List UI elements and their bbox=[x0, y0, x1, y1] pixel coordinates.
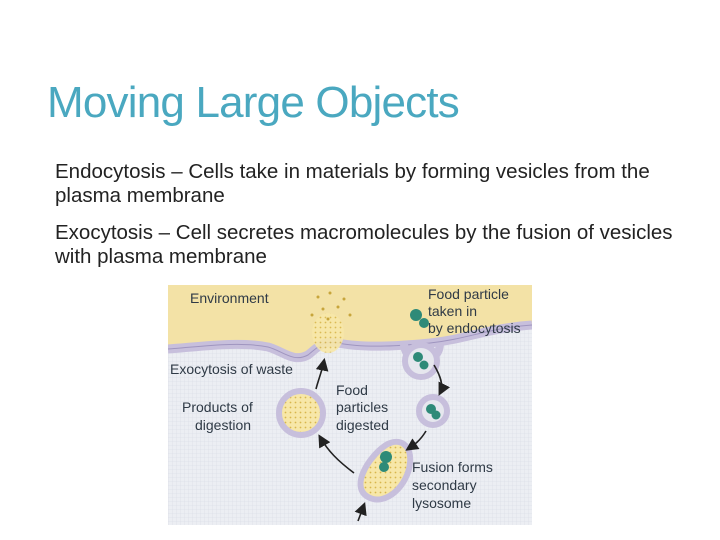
arrow-endocytosis bbox=[433, 364, 451, 396]
label-food-digested-2: particles bbox=[336, 399, 388, 415]
arrow-exocytosis bbox=[315, 357, 329, 390]
endocytosis-diagram: Environment Food particle taken in by en… bbox=[168, 285, 532, 525]
label-products-1: Products of bbox=[182, 399, 253, 415]
label-products-2: digestion bbox=[195, 417, 251, 433]
bullet-exocytosis: Exocytosis – Cell secretes macromolecule… bbox=[55, 221, 673, 268]
bullet-list: Endocytosis – Cells take in materials by… bbox=[55, 160, 685, 282]
label-fusion-3: lysosome bbox=[412, 495, 471, 511]
digestion-vesicle bbox=[276, 388, 326, 438]
arrow-to-lysosome bbox=[405, 430, 427, 451]
label-food-particle-2: taken in bbox=[428, 303, 477, 319]
arrow-lysosome-in bbox=[354, 502, 367, 522]
exocytosis-vesicle bbox=[312, 313, 344, 353]
bullet-endocytosis: Endocytosis – Cells take in materials by… bbox=[55, 160, 650, 207]
label-environment: Environment bbox=[190, 290, 269, 306]
released-particles bbox=[310, 291, 352, 321]
label-fusion-2: secondary bbox=[412, 477, 477, 493]
slide-title: Moving Large Objects bbox=[47, 78, 460, 127]
label-fusion-1: Fusion forms bbox=[412, 459, 493, 475]
label-food-digested-3: digested bbox=[336, 417, 389, 433]
label-food-particle-1: Food particle bbox=[428, 286, 509, 302]
label-food-particle-3: by endocytosis bbox=[428, 320, 521, 336]
food-particle-entering bbox=[410, 309, 429, 328]
label-food-digested-1: Food bbox=[336, 382, 368, 398]
label-exocytosis: Exocytosis of waste bbox=[170, 361, 293, 377]
arrow-to-digestion bbox=[318, 434, 355, 474]
